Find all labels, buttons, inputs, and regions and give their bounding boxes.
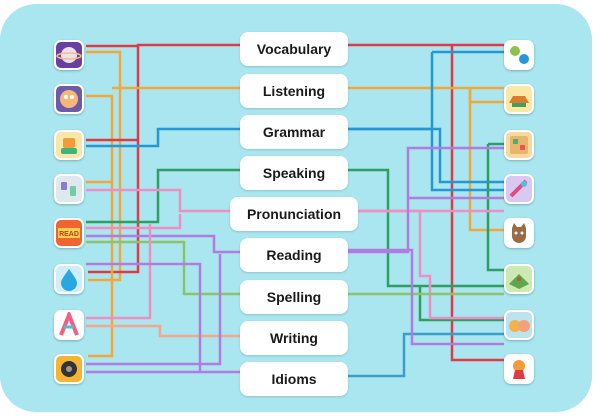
label-reading[interactable]: Reading (240, 238, 348, 272)
wire-idioms-left (86, 254, 222, 366)
wire-pronunciation-right (358, 209, 504, 320)
hat-icon[interactable] (504, 84, 534, 114)
wire-vocabulary-left (86, 50, 122, 282)
garden-icon[interactable] (504, 264, 534, 294)
cat-icon[interactable] (504, 218, 534, 248)
wire-idioms-right (348, 332, 504, 378)
label-listening[interactable]: Listening (240, 74, 348, 108)
two-faces-icon[interactable] (504, 310, 534, 340)
board-icon[interactable] (504, 130, 534, 160)
wire-listening-left (86, 94, 114, 358)
speaker-icon[interactable] (54, 354, 84, 384)
matching-board: Vocabulary Listening Grammar Speaking Pr… (0, 4, 592, 412)
label-vocabulary[interactable]: Vocabulary (240, 32, 348, 66)
bubble-icon[interactable] (54, 84, 84, 114)
lab-icon[interactable] (54, 174, 84, 204)
spacecraft-icon[interactable] (504, 174, 534, 204)
wire-reading-right (348, 146, 504, 254)
letter-a-icon[interactable] (54, 310, 84, 340)
wire-pronunciation-left (86, 188, 230, 213)
label-spelling[interactable]: Spelling (240, 280, 348, 314)
svg-text:READ: READ (59, 231, 79, 238)
label-speaking[interactable]: Speaking (240, 156, 348, 190)
planet-icon[interactable] (54, 40, 84, 70)
label-idioms[interactable]: Idioms (240, 362, 348, 396)
label-grammar[interactable]: Grammar (240, 115, 348, 149)
wire-speaking-left (86, 168, 240, 224)
label-writing[interactable]: Writing (240, 321, 348, 355)
wire-grammar-left (86, 127, 240, 148)
robot-icon[interactable] (54, 130, 84, 160)
keyhole-icon[interactable] (504, 354, 534, 384)
water-drop-icon[interactable] (54, 264, 84, 294)
read-banner-icon[interactable]: READ (54, 218, 84, 248)
label-pronunciation[interactable]: Pronunciation (230, 197, 358, 231)
wire-reading-left (86, 234, 240, 254)
letter-blocks-icon[interactable] (504, 40, 534, 70)
wire-writing-left (86, 324, 240, 338)
connection-lines (86, 43, 504, 378)
wire-speaking-right (348, 168, 504, 288)
